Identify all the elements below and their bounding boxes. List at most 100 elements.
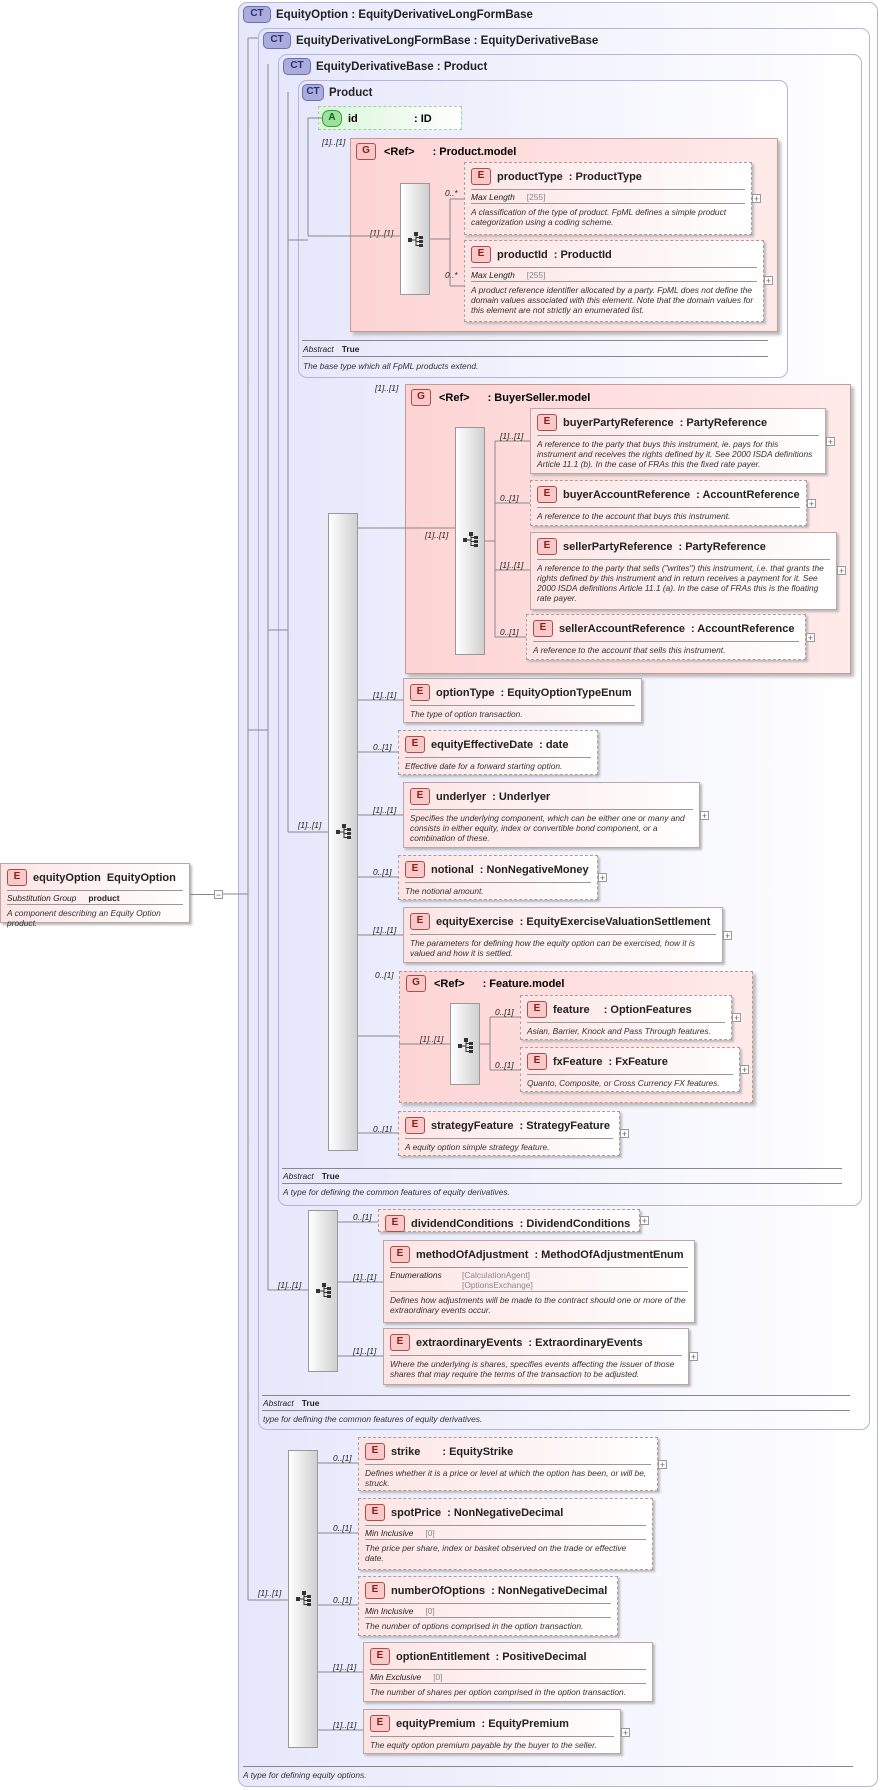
element-type: : PartyReference [679,416,768,429]
element-type: : AccountReference [696,488,800,501]
sequence-buyer-seller[interactable] [455,427,485,655]
sequence-derivative-base[interactable] [328,513,358,1151]
expand-icon[interactable]: + [806,633,815,643]
group-icon: G [411,389,431,406]
sequence-equity-option[interactable] [288,1450,318,1748]
ct-equity-option-header: CT EquityOption : EquityDerivativeLongFo… [243,6,533,23]
element-type: : OptionFeatures [603,1003,692,1016]
root-facet-value: product [88,893,120,903]
cardinality-label: 0..[1] [373,867,392,877]
group-name: : BuyerSeller.model [487,391,591,404]
ct-base-title: EquityDerivativeBase : Product [316,60,488,73]
element-description: Effective date for a forward starting op… [405,761,563,771]
expand-icon[interactable]: + [723,931,732,941]
element-icon: E [410,788,430,805]
element-icon: E [365,1443,385,1460]
expand-icon[interactable]: + [640,1216,649,1226]
cardinality-label: 0..[1] [500,627,519,637]
cardinality-label: 0..[1] [495,1007,514,1017]
element-name: feature [553,1003,590,1016]
expand-icon[interactable]: + [807,499,816,509]
root-facet-label: Substitution Group [7,893,77,903]
element-description: A product reference identifier allocated… [471,285,754,315]
element-type: : PositiveDecimal [495,1650,587,1663]
element-name: fxFeature [553,1055,603,1068]
expand-icon[interactable]: + [658,1460,667,1470]
element-name: spotPrice [391,1506,442,1519]
expand-icon[interactable]: + [620,1129,629,1139]
sequence-long-form[interactable] [308,1210,338,1372]
expand-icon[interactable]: + [826,437,835,447]
root-element-equityOption[interactable]: E equityOption EquityOption Substitution… [0,863,190,928]
attribute-id[interactable] [318,106,462,130]
element-name: equityEffectiveDate [431,738,534,751]
group-name: : Feature.model [482,977,565,990]
expand-icon[interactable]: + [700,811,709,821]
complex-type-icon: CT [302,84,324,101]
expand-icon[interactable]: + [740,1065,749,1075]
ct-long-form-description: type for defining the common features of… [263,1414,483,1424]
facet-value: [0] [425,1528,435,1538]
root-description: A component describing an Equity Option … [7,908,161,928]
expand-icon[interactable]: + [732,1013,741,1023]
facet-label: Max Length [471,192,515,202]
facet-value: [255] [526,192,546,202]
sequence-product-model[interactable] [400,183,430,295]
facet-label: Min Exclusive [370,1672,422,1682]
element-type: : FxFeature [608,1055,668,1068]
root-type: EquityOption [106,871,176,884]
element-name: productId [497,248,548,261]
group-feature-model-header: G <Ref> : Feature.model [406,975,564,992]
element-name: numberOfOptions [391,1584,486,1597]
element-type: : PartyReference [678,540,766,553]
collapse-toggle-icon[interactable]: − [214,890,223,900]
cardinality-label: [1]..[1] [375,383,399,393]
element-icon: E [527,1001,547,1018]
expand-icon[interactable]: + [837,566,846,576]
expand-icon[interactable]: + [598,873,607,883]
cardinality-label: 0..[1] [373,742,392,752]
complex-type-icon: CT [243,6,271,23]
element-name: buyerAccountReference [563,488,691,501]
cardinality-label: [1]..[1] [258,1588,282,1598]
cardinality-label: 0..[1] [373,1124,392,1134]
element-name: buyerPartyReference [563,416,674,429]
expand-icon[interactable]: + [752,194,761,204]
element-description: The price per share, index or basket obs… [365,1543,627,1563]
cardinality-label: [1]..[1] [353,1272,377,1282]
element-icon: E [471,246,491,263]
element-icon: E [365,1504,385,1521]
expand-icon[interactable]: + [764,276,773,286]
complex-type-icon: CT [283,58,311,75]
element-type: : MethodOfAdjustmentEnum [534,1248,684,1261]
expand-icon[interactable]: + [689,1352,698,1362]
sequence-feature-model[interactable] [450,1003,480,1085]
expand-icon[interactable]: + [621,1728,630,1738]
group-ref-label: <Ref> [434,977,465,990]
cardinality-label: 0..* [445,270,458,280]
element-description: Defines whether it is a price or level a… [365,1468,647,1488]
